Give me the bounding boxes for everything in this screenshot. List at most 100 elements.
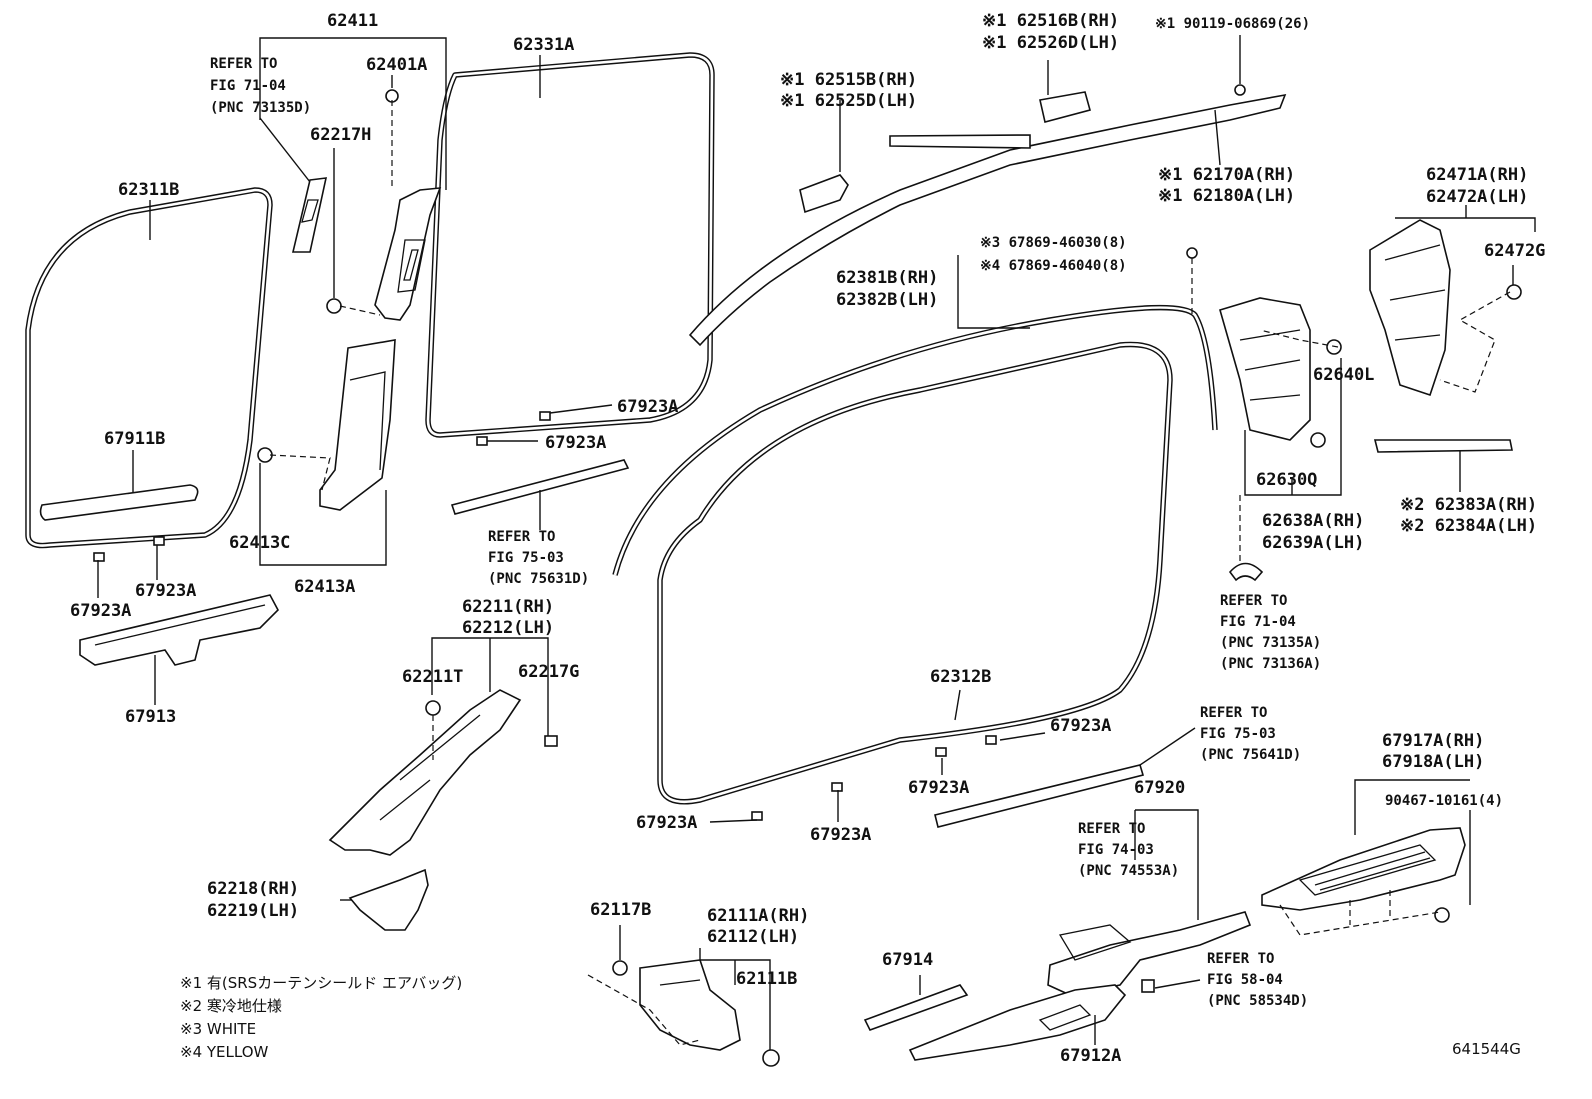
scuff-plate-67912A bbox=[908, 984, 1127, 1061]
cover-67914 bbox=[863, 984, 969, 1031]
label-62639A: 62639A(LH) bbox=[1262, 533, 1364, 553]
part-labels: 62411 62401A 62217H 62331A 62311B 67911B… bbox=[70, 11, 1545, 1066]
label-67923A: 67923A bbox=[1050, 716, 1111, 736]
svg-text:REFER TO: REFER TO bbox=[1078, 821, 1145, 837]
quarter-trim-62471A bbox=[1369, 219, 1451, 397]
svg-text:FIG 71-04: FIG 71-04 bbox=[210, 78, 286, 94]
svg-text:REFER TO: REFER TO bbox=[1200, 705, 1267, 721]
label-62212: 62212(LH) bbox=[462, 618, 554, 638]
clips bbox=[93, 84, 1522, 1067]
label-67923A: 67923A bbox=[617, 397, 678, 417]
cowl-side-trim-62211 bbox=[328, 689, 522, 856]
label-67923A: 67923A bbox=[70, 601, 131, 621]
label-62381B: 62381B(RH) bbox=[836, 268, 938, 288]
label-67923A: 67923A bbox=[135, 581, 196, 601]
footnote-1: ※1 有(SRSカーテンシールド エアバッグ) bbox=[180, 974, 462, 992]
label-62218: 62218(RH) bbox=[207, 879, 299, 899]
label-67917A: 67917A(RH) bbox=[1382, 731, 1484, 751]
a-pillar-upper-garnish-62411 bbox=[374, 187, 442, 321]
label-62471A: 62471A(RH) bbox=[1426, 165, 1528, 185]
curtain-airbag-62170A bbox=[688, 93, 1287, 347]
label-90119: ※1 90119-06869(26) bbox=[1155, 16, 1310, 32]
footnote-3: ※3 WHITE bbox=[180, 1020, 256, 1038]
label-62180A: ※1 62180A(LH) bbox=[1158, 186, 1295, 206]
b-pillar-lower-garnish-62413A bbox=[319, 339, 396, 511]
label-62413A: 62413A bbox=[294, 577, 355, 597]
svg-text:(PNC 73136A): (PNC 73136A) bbox=[1220, 656, 1321, 672]
label-90467: 90467-10161(4) bbox=[1385, 793, 1503, 809]
dashed-guides bbox=[269, 100, 1511, 1046]
label-62630Q: 62630Q bbox=[1256, 470, 1317, 490]
label-62472G: 62472G bbox=[1484, 241, 1545, 261]
svg-text:FIG 75-03: FIG 75-03 bbox=[1200, 726, 1276, 742]
label-62170A: ※1 62170A(RH) bbox=[1158, 165, 1295, 185]
svg-text:FIG 74-03: FIG 74-03 bbox=[1078, 842, 1154, 858]
label-67920: 67920 bbox=[1134, 778, 1185, 798]
rear-door-weatherstrip-62331A bbox=[425, 52, 715, 438]
label-67911B: 67911B bbox=[104, 429, 165, 449]
weatherstrip-62383A bbox=[1373, 439, 1513, 453]
ref-fig-75-03-a: REFER TO FIG 75-03 (PNC 75631D) bbox=[488, 529, 589, 587]
ref-fig-71-04-b: REFER TO FIG 71-04 (PNC 73135A) (PNC 731… bbox=[1220, 593, 1321, 672]
door-moulding-75641D bbox=[934, 764, 1145, 828]
svg-text:(PNC 74553A): (PNC 74553A) bbox=[1078, 863, 1179, 879]
ref-fig-71-04-a: REFER TO FIG 71-04 (PNC 73135D) bbox=[210, 56, 311, 116]
front-door-weatherstrip-62311B bbox=[25, 187, 273, 549]
svg-text:(PNC 75641D): (PNC 75641D) bbox=[1200, 747, 1301, 763]
label-62401A: 62401A bbox=[366, 55, 427, 75]
roof-side-weatherstrip-62381B bbox=[612, 304, 1218, 576]
label-62217G: 62217G bbox=[518, 662, 579, 682]
label-62217H: 62217H bbox=[310, 125, 371, 145]
label-62413C: 62413C bbox=[229, 533, 290, 553]
label-62211T: 62211T bbox=[402, 667, 463, 687]
label-62311B: 62311B bbox=[118, 180, 179, 200]
brackets-62515B-62516B bbox=[799, 91, 1091, 214]
svg-text:(PNC 73135D): (PNC 73135D) bbox=[210, 100, 311, 116]
front-scuff-plate-67913 bbox=[79, 594, 279, 666]
footnote-4: ※4 YELLOW bbox=[180, 1043, 269, 1061]
label-62211: 62211(RH) bbox=[462, 597, 554, 617]
label-62525D: ※1 62525D(LH) bbox=[780, 91, 917, 111]
label-62111B: 62111B bbox=[736, 969, 797, 989]
plate-pnc73135d bbox=[291, 177, 328, 253]
ref-fig-58-04: REFER TO FIG 58-04 (PNC 58534D) bbox=[1207, 951, 1308, 1009]
bracket-62218 bbox=[348, 868, 429, 931]
label-62312B: 62312B bbox=[930, 667, 991, 687]
ref-fig-74-03: REFER TO FIG 74-03 (PNC 74553A) bbox=[1078, 821, 1179, 879]
footnotes: ※1 有(SRSカーテンシールド エアバッグ) ※2 寒冷地仕様 ※3 WHIT… bbox=[180, 974, 462, 1061]
footnote-2: ※2 寒冷地仕様 bbox=[180, 997, 282, 1015]
label-62515B: ※1 62515B(RH) bbox=[780, 70, 917, 90]
svg-text:(PNC 73135A): (PNC 73135A) bbox=[1220, 635, 1321, 651]
label-67869-46030: ※3 67869-46030(8) bbox=[980, 235, 1127, 251]
label-62384A: ※2 62384A(LH) bbox=[1400, 516, 1537, 536]
label-67923A: 67923A bbox=[545, 433, 606, 453]
rear-scuff-plate-67920 bbox=[1047, 911, 1252, 996]
door-moulding-75631D bbox=[450, 459, 630, 515]
svg-text:REFER TO: REFER TO bbox=[210, 56, 277, 72]
label-62472A: 62472A(LH) bbox=[1426, 187, 1528, 207]
svg-text:FIG 75-03: FIG 75-03 bbox=[488, 550, 564, 566]
label-62331A: 62331A bbox=[513, 35, 574, 55]
back-door-weatherstrip-62312B bbox=[657, 341, 1173, 805]
label-62382B: 62382B(LH) bbox=[836, 290, 938, 310]
label-62516B: ※1 62516B(RH) bbox=[982, 11, 1119, 31]
label-67869-46040: ※4 67869-46040(8) bbox=[980, 258, 1127, 274]
label-62112: 62112(LH) bbox=[707, 927, 799, 947]
svg-text:FIG 58-04: FIG 58-04 bbox=[1207, 972, 1283, 988]
label-62219: 62219(LH) bbox=[207, 901, 299, 921]
label-62383A: ※2 62383A(RH) bbox=[1400, 495, 1537, 515]
svg-text:REFER TO: REFER TO bbox=[1220, 593, 1287, 609]
kick-panel-62111A bbox=[639, 959, 741, 1051]
deck-trim-67917A bbox=[1261, 827, 1466, 911]
svg-text:REFER TO: REFER TO bbox=[1207, 951, 1274, 967]
label-67923A: 67923A bbox=[810, 825, 871, 845]
svg-text:(PNC 75631D): (PNC 75631D) bbox=[488, 571, 589, 587]
label-67923A: 67923A bbox=[636, 813, 697, 833]
label-67914: 67914 bbox=[882, 950, 933, 970]
label-62640L: 62640L bbox=[1313, 365, 1374, 385]
label-62526D: ※1 62526D(LH) bbox=[982, 33, 1119, 53]
label-67912A: 67912A bbox=[1060, 1046, 1121, 1066]
label-62638A: 62638A(RH) bbox=[1262, 511, 1364, 531]
ref-fig-75-03-b: REFER TO FIG 75-03 (PNC 75641D) bbox=[1200, 705, 1301, 763]
